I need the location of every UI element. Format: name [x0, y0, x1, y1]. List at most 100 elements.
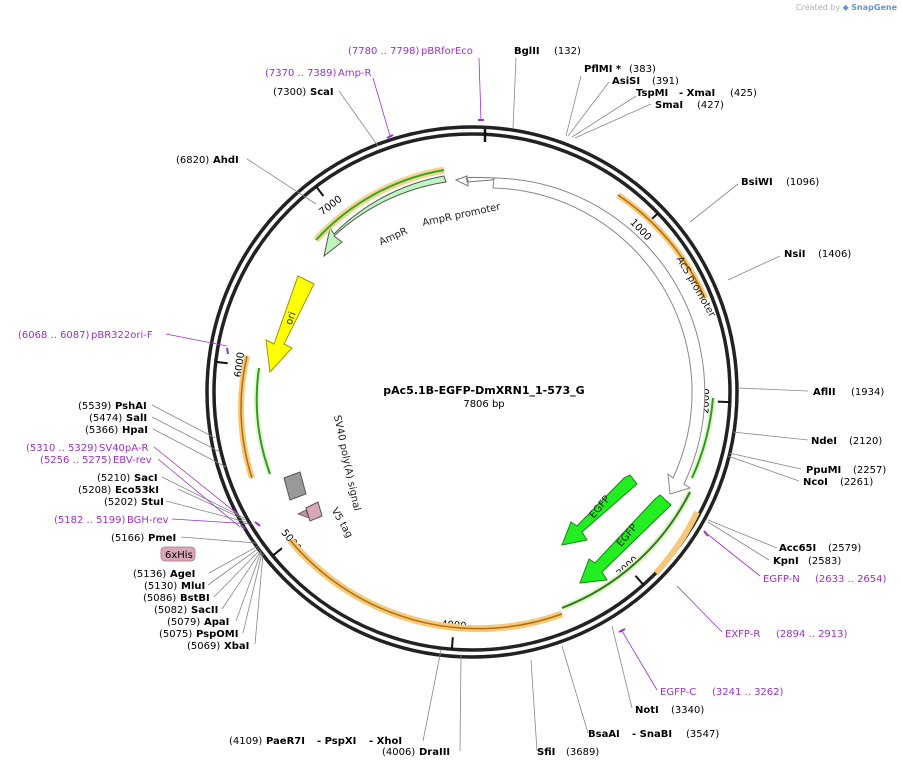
enzyme-apai[interactable]: ApaI [204, 617, 229, 628]
coord-agei: (5136) [133, 569, 166, 580]
enzyme-smai[interactable]: SmaI [655, 100, 683, 111]
primer-egfpn[interactable]: EGFP-N [763, 574, 800, 585]
coord-noti: (3340) [671, 705, 704, 716]
enzyme-ppumi[interactable]: PpuMI [806, 465, 841, 476]
coord-stui: (5202) [104, 497, 137, 508]
primer-exfpr[interactable]: EXFP-R [725, 629, 760, 640]
enzyme-pflmi[interactable]: PflMI * [584, 64, 622, 75]
tick-mark [634, 575, 645, 586]
enzyme-aflii[interactable]: AflII [813, 387, 836, 398]
his-tag-pill[interactable]: 6xHis [160, 546, 196, 562]
enzyme-pspxi[interactable]: - PspXI [317, 736, 356, 747]
snapgene-watermark: Created by ◆ SnapGene [796, 3, 897, 12]
primer-ampr[interactable]: Amp-R [338, 68, 372, 79]
enzyme-nsii[interactable]: NsiI [784, 249, 805, 260]
enzyme-snabi[interactable]: - SnaBI [632, 729, 672, 740]
egfp-arrow-1[interactable] [561, 474, 638, 546]
coord-sali: (5474) [89, 413, 122, 424]
enzyme-pspomi[interactable]: PspOMI [196, 629, 238, 640]
enzyme-pshai[interactable]: PshAI [115, 401, 147, 412]
primer-sv40par[interactable]: SV40pA-R [99, 443, 148, 454]
enzyme-noti[interactable]: NotI [635, 705, 659, 716]
plasmid-size: 7806 bp [463, 399, 504, 410]
enzyme-bsaai[interactable]: BsaAI [588, 729, 620, 740]
enzyme-sfii[interactable]: SfiI [537, 747, 555, 758]
enzyme-paer7i[interactable]: PaeR7I [266, 736, 305, 747]
enzyme-acc65i[interactable]: Acc65I [779, 543, 816, 554]
egfp-cds-arc [560, 490, 693, 611]
enzyme-hpai[interactable]: HpaI [122, 425, 148, 436]
ampr-arrow[interactable] [323, 175, 447, 258]
sv40-polya-box[interactable] [283, 471, 307, 501]
enzyme-bsiwi[interactable]: BsiWI [741, 177, 773, 188]
primer-pbr322ori[interactable]: pBR322ori-F [91, 330, 153, 341]
primer-mark-ampr [386, 134, 394, 139]
coord-draiii: (4006) [382, 747, 415, 758]
enzyme-eco53ki[interactable]: Eco53kI [115, 485, 159, 496]
coord-bglii: (132) [554, 46, 581, 57]
enzyme-mlui[interactable]: MluI [181, 581, 205, 592]
enzyme-bstbi[interactable]: BstBI [180, 593, 210, 604]
primer-pbrforeco[interactable]: pBRforEco [421, 46, 473, 57]
enzyme-ndei[interactable]: NdeI [811, 436, 837, 447]
enzyme-pmei[interactable]: PmeI [148, 533, 176, 544]
enzyme-kpni[interactable]: KpnI [773, 556, 799, 567]
coord-ncoi: (2261) [840, 477, 873, 488]
enzyme-stui[interactable]: StuI [141, 497, 164, 508]
coord-asisi: (391) [652, 76, 679, 87]
coord-bsiwi: (1096) [786, 177, 819, 188]
coord-mlui: (5130) [144, 581, 177, 592]
enzyme-ncoi[interactable]: NcoI [803, 477, 828, 488]
coord-eco53ki: (5208) [78, 485, 111, 496]
enzyme-xhoi[interactable]: - XhoI [369, 736, 402, 747]
enzyme-labels: BglII (132) PflMI * (383) AsiSI (391) Ts… [78, 46, 886, 758]
coord-ndei: (2120) [849, 436, 882, 447]
coord-pshai: (5539) [78, 401, 111, 412]
coord-xbai: (5069) [187, 641, 220, 652]
primer-coord-pbrforeco: (7780 .. 7798) [348, 46, 420, 57]
primer-coord-ebvrev: (5256 .. 5275) [40, 455, 112, 466]
label-leader-lines [151, 57, 809, 752]
primer-coord-ampr: (7370 .. 7389) [265, 68, 337, 79]
enzyme-asisi[interactable]: AsiSI [612, 76, 640, 87]
egfp-arrow-2[interactable] [579, 494, 672, 584]
primer-coord-egfpn: (2633 .. 2654) [815, 574, 887, 585]
enzyme-tspmi[interactable]: TspMI [636, 88, 668, 99]
label-ampr-promoter: AmpR promoter [421, 201, 502, 228]
coord-pmei: (5166) [111, 533, 144, 544]
primer-mark-left-2 [240, 524, 246, 530]
tick-mark [272, 547, 283, 557]
primer-coord-bghrev: (5182 .. 5199) [54, 515, 126, 526]
label-ori: ori [284, 311, 299, 327]
primer-mark-left-3 [254, 521, 261, 527]
primer-bghrev[interactable]: BGH-rev [127, 515, 169, 526]
enzyme-xmai[interactable]: - XmaI [679, 88, 715, 99]
acs-promoter-arrow[interactable] [492, 177, 706, 495]
coord-acc65i: (2579) [828, 543, 861, 554]
enzyme-saci[interactable]: SacI [134, 473, 158, 484]
coord-sacii: (5082) [154, 605, 187, 616]
ori-arrow[interactable] [265, 275, 315, 374]
coord-bsaai: (3547) [686, 729, 719, 740]
ampr-promoter-arrow[interactable] [454, 175, 497, 187]
orange-arc-2600 [653, 510, 700, 576]
enzyme-agei[interactable]: AgeI [170, 569, 195, 580]
enzyme-draiii[interactable]: DraIII [419, 747, 450, 758]
primer-coord-pbr322ori: (6068 .. 6087) [18, 330, 90, 341]
enzyme-scai[interactable]: ScaI [310, 87, 334, 98]
coord-paer7i: (4109) [229, 736, 262, 747]
enzyme-ahdi[interactable]: AhdI [213, 155, 239, 166]
v5-tag-marker [296, 509, 310, 519]
enzyme-sali[interactable]: SalI [126, 413, 147, 424]
tick-mark [215, 360, 228, 365]
enzyme-sacii[interactable]: SacII [191, 605, 218, 616]
coord-scai: (7300) [273, 87, 306, 98]
coord-bstbi: (5086) [143, 593, 176, 604]
plasmid-backbone [205, 125, 739, 659]
tick-mark [315, 185, 325, 197]
primer-ebvrev[interactable]: EBV-rev [113, 455, 152, 466]
primer-egfpc[interactable]: EGFP-C [660, 687, 696, 698]
enzyme-bglii[interactable]: BglII [514, 46, 540, 57]
enzyme-xbai[interactable]: XbaI [224, 641, 249, 652]
